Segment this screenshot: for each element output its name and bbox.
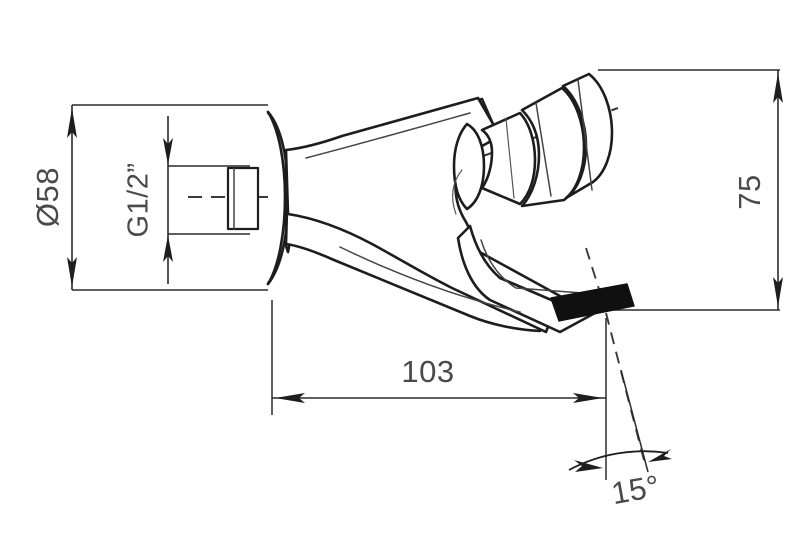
outlet-aerator — [550, 283, 635, 322]
dimension-label-thread-g12: G1/2” — [123, 162, 155, 237]
bonnet-collar — [452, 122, 486, 211]
arrowhead-bottom-58 — [67, 257, 77, 287]
arrowhead-bottom-g12 — [163, 235, 173, 262]
body-top-highlight — [305, 112, 471, 159]
handle-body — [520, 86, 586, 208]
dimension-thread-g12: G1/2” — [123, 116, 250, 284]
arrowhead-top-58 — [67, 108, 77, 138]
dimension-label-length-103: 103 — [401, 354, 454, 389]
dimension-height-75: 75 — [598, 69, 783, 311]
spout-inner-edge — [480, 239, 597, 295]
faucet-body-geometry — [226, 72, 635, 334]
arrowhead-left-103 — [275, 393, 305, 403]
angle-arc-15 — [568, 450, 669, 471]
angle-second-leg — [620, 369, 649, 473]
arrowhead-angle-left — [574, 460, 603, 472]
handle-ridge-2 — [577, 79, 593, 191]
handle-ridge-1 — [535, 102, 552, 197]
arrowhead-bottom-75 — [773, 277, 783, 307]
neck-shadow — [452, 169, 463, 215]
arrowhead-top-g12 — [163, 138, 173, 165]
dimension-angle-15: 15° — [568, 312, 672, 511]
dimension-diameter-58: Ø58 — [30, 104, 268, 291]
inlet-thread-nipple — [226, 166, 260, 231]
arrowhead-angle-right — [648, 449, 672, 462]
spout-highlight-long — [339, 246, 521, 313]
arrowhead-top-75 — [773, 73, 783, 103]
dimension-label-diameter-58: Ø58 — [30, 167, 65, 227]
dimension-label-height-75: 75 — [732, 174, 767, 209]
dimension-label-angle-15: 15° — [609, 468, 663, 511]
handle-sleeve — [480, 111, 537, 206]
handle-ridge-3 — [505, 118, 515, 199]
arrowhead-right-103 — [573, 393, 603, 403]
dimension-length-103: 103 — [271, 300, 607, 480]
